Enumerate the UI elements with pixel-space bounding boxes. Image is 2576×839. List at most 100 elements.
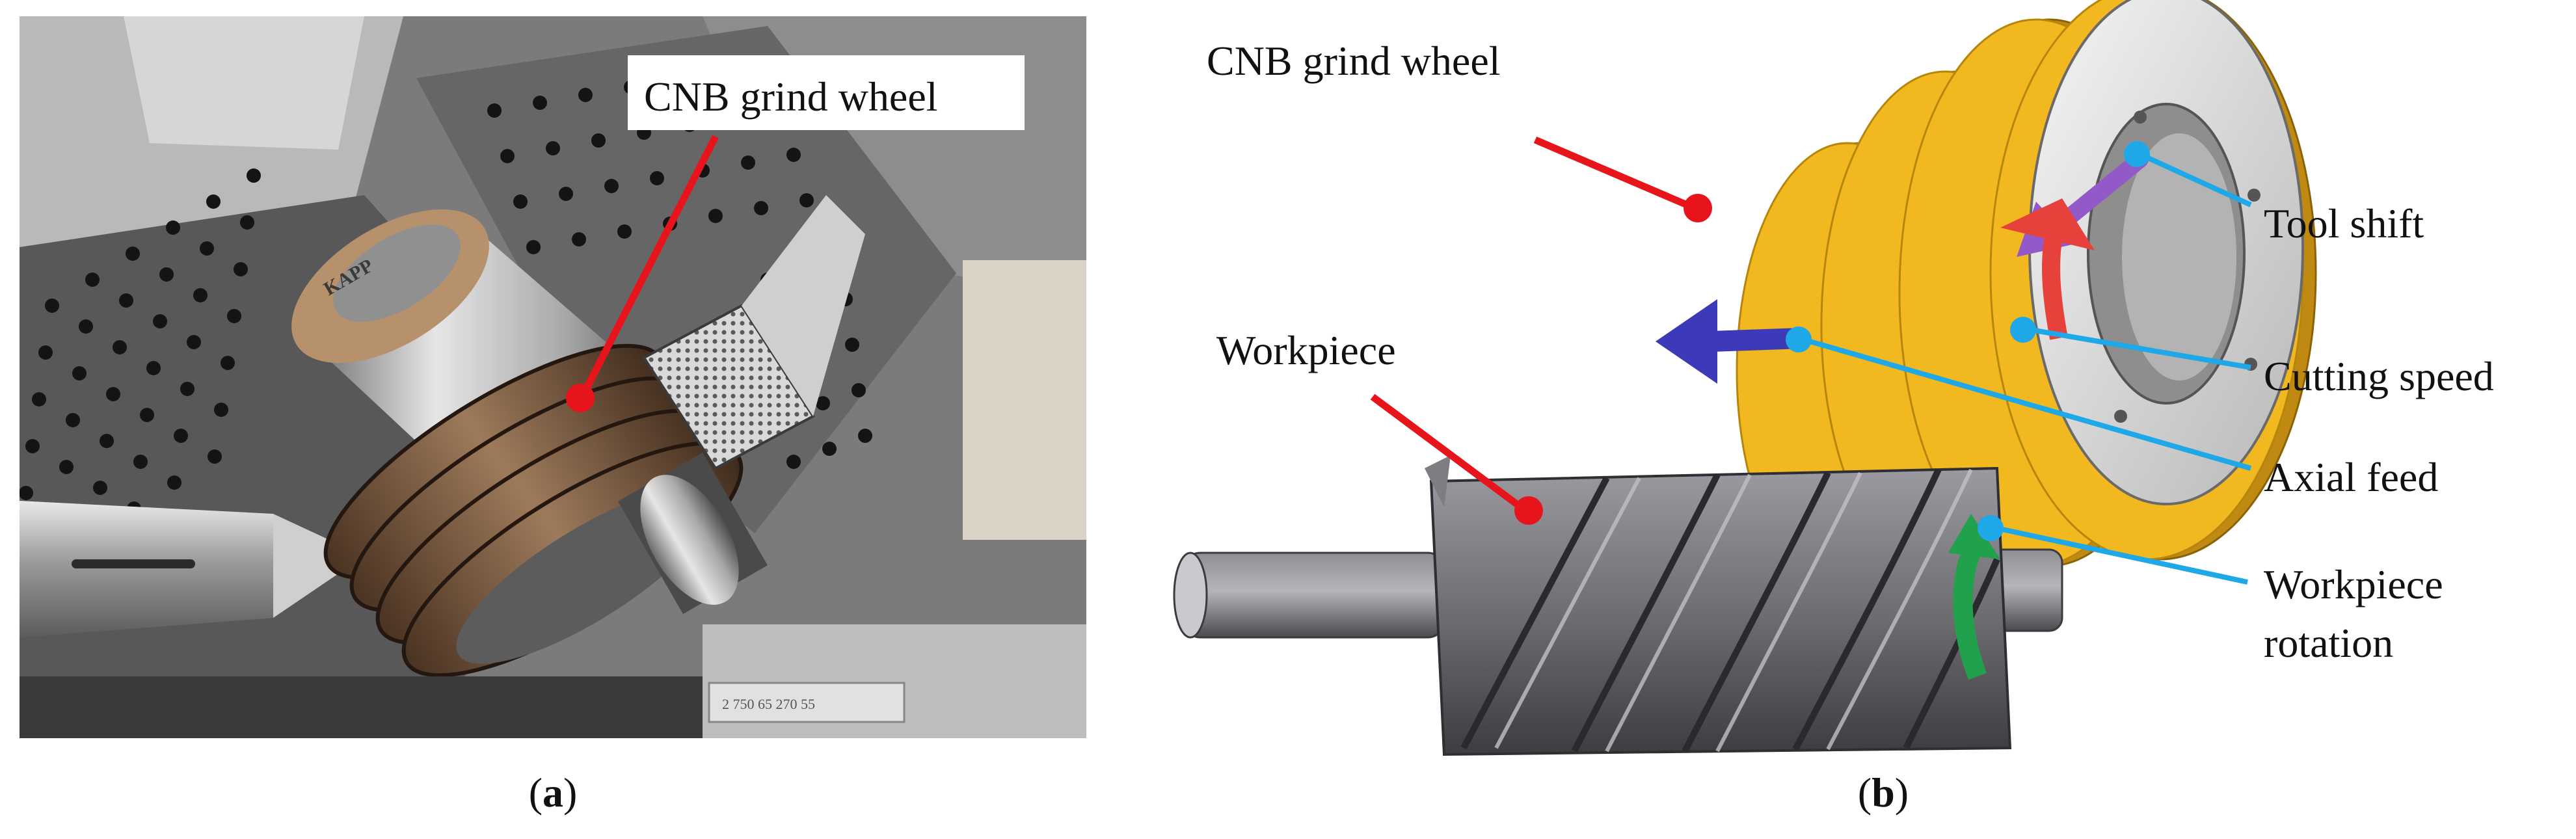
cutting-speed-dot (2010, 317, 2036, 343)
plate-hole (180, 382, 195, 396)
plate-hole (221, 356, 235, 370)
label-workpiece-rotation-line2: rotation (2264, 620, 2393, 666)
shaft-end (1173, 552, 1208, 639)
plate-hole (852, 383, 866, 397)
plate-hole (500, 149, 515, 163)
wheel-bore-inner (2122, 133, 2236, 380)
panel-a-photo: KAPP 2 750 65 270 55 (6, 16, 1086, 738)
blue-leaders (1797, 150, 2252, 585)
caption-a: (a) (529, 769, 578, 816)
plate-hole (6, 579, 20, 594)
plate-hole (799, 193, 814, 207)
plate-hole (234, 262, 248, 276)
hub-cap (333, 224, 461, 322)
plate-hole (174, 429, 188, 443)
plate-hole (146, 361, 161, 375)
axial-feed-dot (1786, 326, 1812, 353)
bolt-hole (2134, 111, 2147, 124)
workpiece-callout-dot (1514, 496, 1543, 525)
plate-hole (45, 299, 59, 313)
plate-hole (858, 429, 872, 443)
plate-hole (214, 403, 228, 417)
cutting-speed-arrowhead (2000, 198, 2095, 250)
plate-hole (513, 194, 528, 209)
plate-hole (166, 220, 180, 235)
plate-hole (20, 486, 33, 500)
panel-a-callout: CNB grind wheel (566, 55, 1025, 412)
plate-hole (153, 314, 167, 328)
plate-hole (604, 179, 619, 193)
helical-highlights (1494, 468, 1973, 752)
plate-hole (133, 455, 148, 469)
plate-hole (113, 340, 127, 354)
label-tool-shift: Tool shift (2264, 200, 2424, 246)
plate-hole (38, 345, 53, 360)
plate-hole (100, 434, 114, 448)
plate-hole (126, 246, 140, 261)
rotation-dot (1978, 515, 2004, 541)
plate-hole (119, 293, 133, 308)
label-cnb-grind-wheel: CNB grind wheel (1207, 38, 1501, 84)
plate-hole (106, 387, 120, 401)
bearing (640, 475, 739, 605)
plate-hole (708, 209, 723, 223)
callout-dot (566, 384, 595, 412)
plate-hole (754, 201, 768, 215)
plate-hole (559, 187, 573, 201)
plate-hole (208, 449, 222, 464)
plate-hole (72, 366, 87, 380)
plate-hole (533, 96, 547, 110)
label-workpiece-rotation-line1: Workpiece (2264, 561, 2443, 607)
label-axial-feed: Axial feed (2264, 454, 2438, 500)
plate-hole (240, 215, 254, 230)
rotation-leader (1990, 524, 2248, 585)
plate-hole (572, 232, 586, 246)
plate-hole (200, 241, 214, 256)
workpiece (1173, 455, 2063, 756)
plate-hole (741, 155, 755, 170)
plate-hole (650, 171, 664, 185)
plate-hole (79, 319, 93, 334)
plate-hole (247, 168, 261, 183)
callout-label-cnb-grind-wheel: CNB grind wheel (644, 73, 938, 120)
nameplate (708, 682, 906, 723)
axial-feed-leader (1797, 336, 2252, 471)
plate-hole (578, 88, 593, 102)
plate-hole (845, 338, 859, 352)
tool-shift-leader (2136, 150, 2252, 207)
caption-b: (b) (1858, 769, 1909, 816)
plate-hole (25, 439, 40, 453)
plate-hole (487, 103, 502, 118)
rotation-arrowhead (1948, 514, 2000, 559)
panel-b-diagram: CNB grind wheel Workpiece Tool shift Cut… (1173, 0, 2494, 756)
dressing-arm (742, 195, 865, 416)
plate-hole (193, 288, 208, 302)
cutting-speed-arc (2042, 225, 2068, 340)
base-rail (20, 676, 703, 738)
bolt-hole (2247, 189, 2261, 202)
blue-leader-dots (1786, 141, 2150, 541)
plate-hole (66, 413, 80, 427)
workpiece-shaft-left (1183, 552, 1445, 639)
workpiece-callout-leader (1370, 393, 1528, 514)
rotor-tooth-tip (1425, 455, 1451, 507)
tailstock-slot (72, 559, 195, 568)
plate-hole (227, 309, 241, 323)
nameplate-text: 2 750 65 270 55 (722, 696, 815, 712)
plate-hole (617, 224, 632, 239)
plate-hole (59, 460, 74, 474)
wheel-callout-dot (1684, 194, 1712, 222)
tailstock-cone (20, 501, 325, 637)
label-cutting-speed: Cutting speed (2264, 353, 2494, 399)
plate-hole (591, 133, 606, 148)
tailstock-tip (273, 514, 364, 618)
plate-hole (85, 273, 100, 287)
plate-hole (786, 148, 801, 162)
plate-hole (526, 240, 541, 254)
side-panel (963, 260, 1086, 540)
plate-hole (786, 455, 801, 469)
plate-hole (159, 267, 174, 282)
plate-hole (167, 475, 181, 490)
